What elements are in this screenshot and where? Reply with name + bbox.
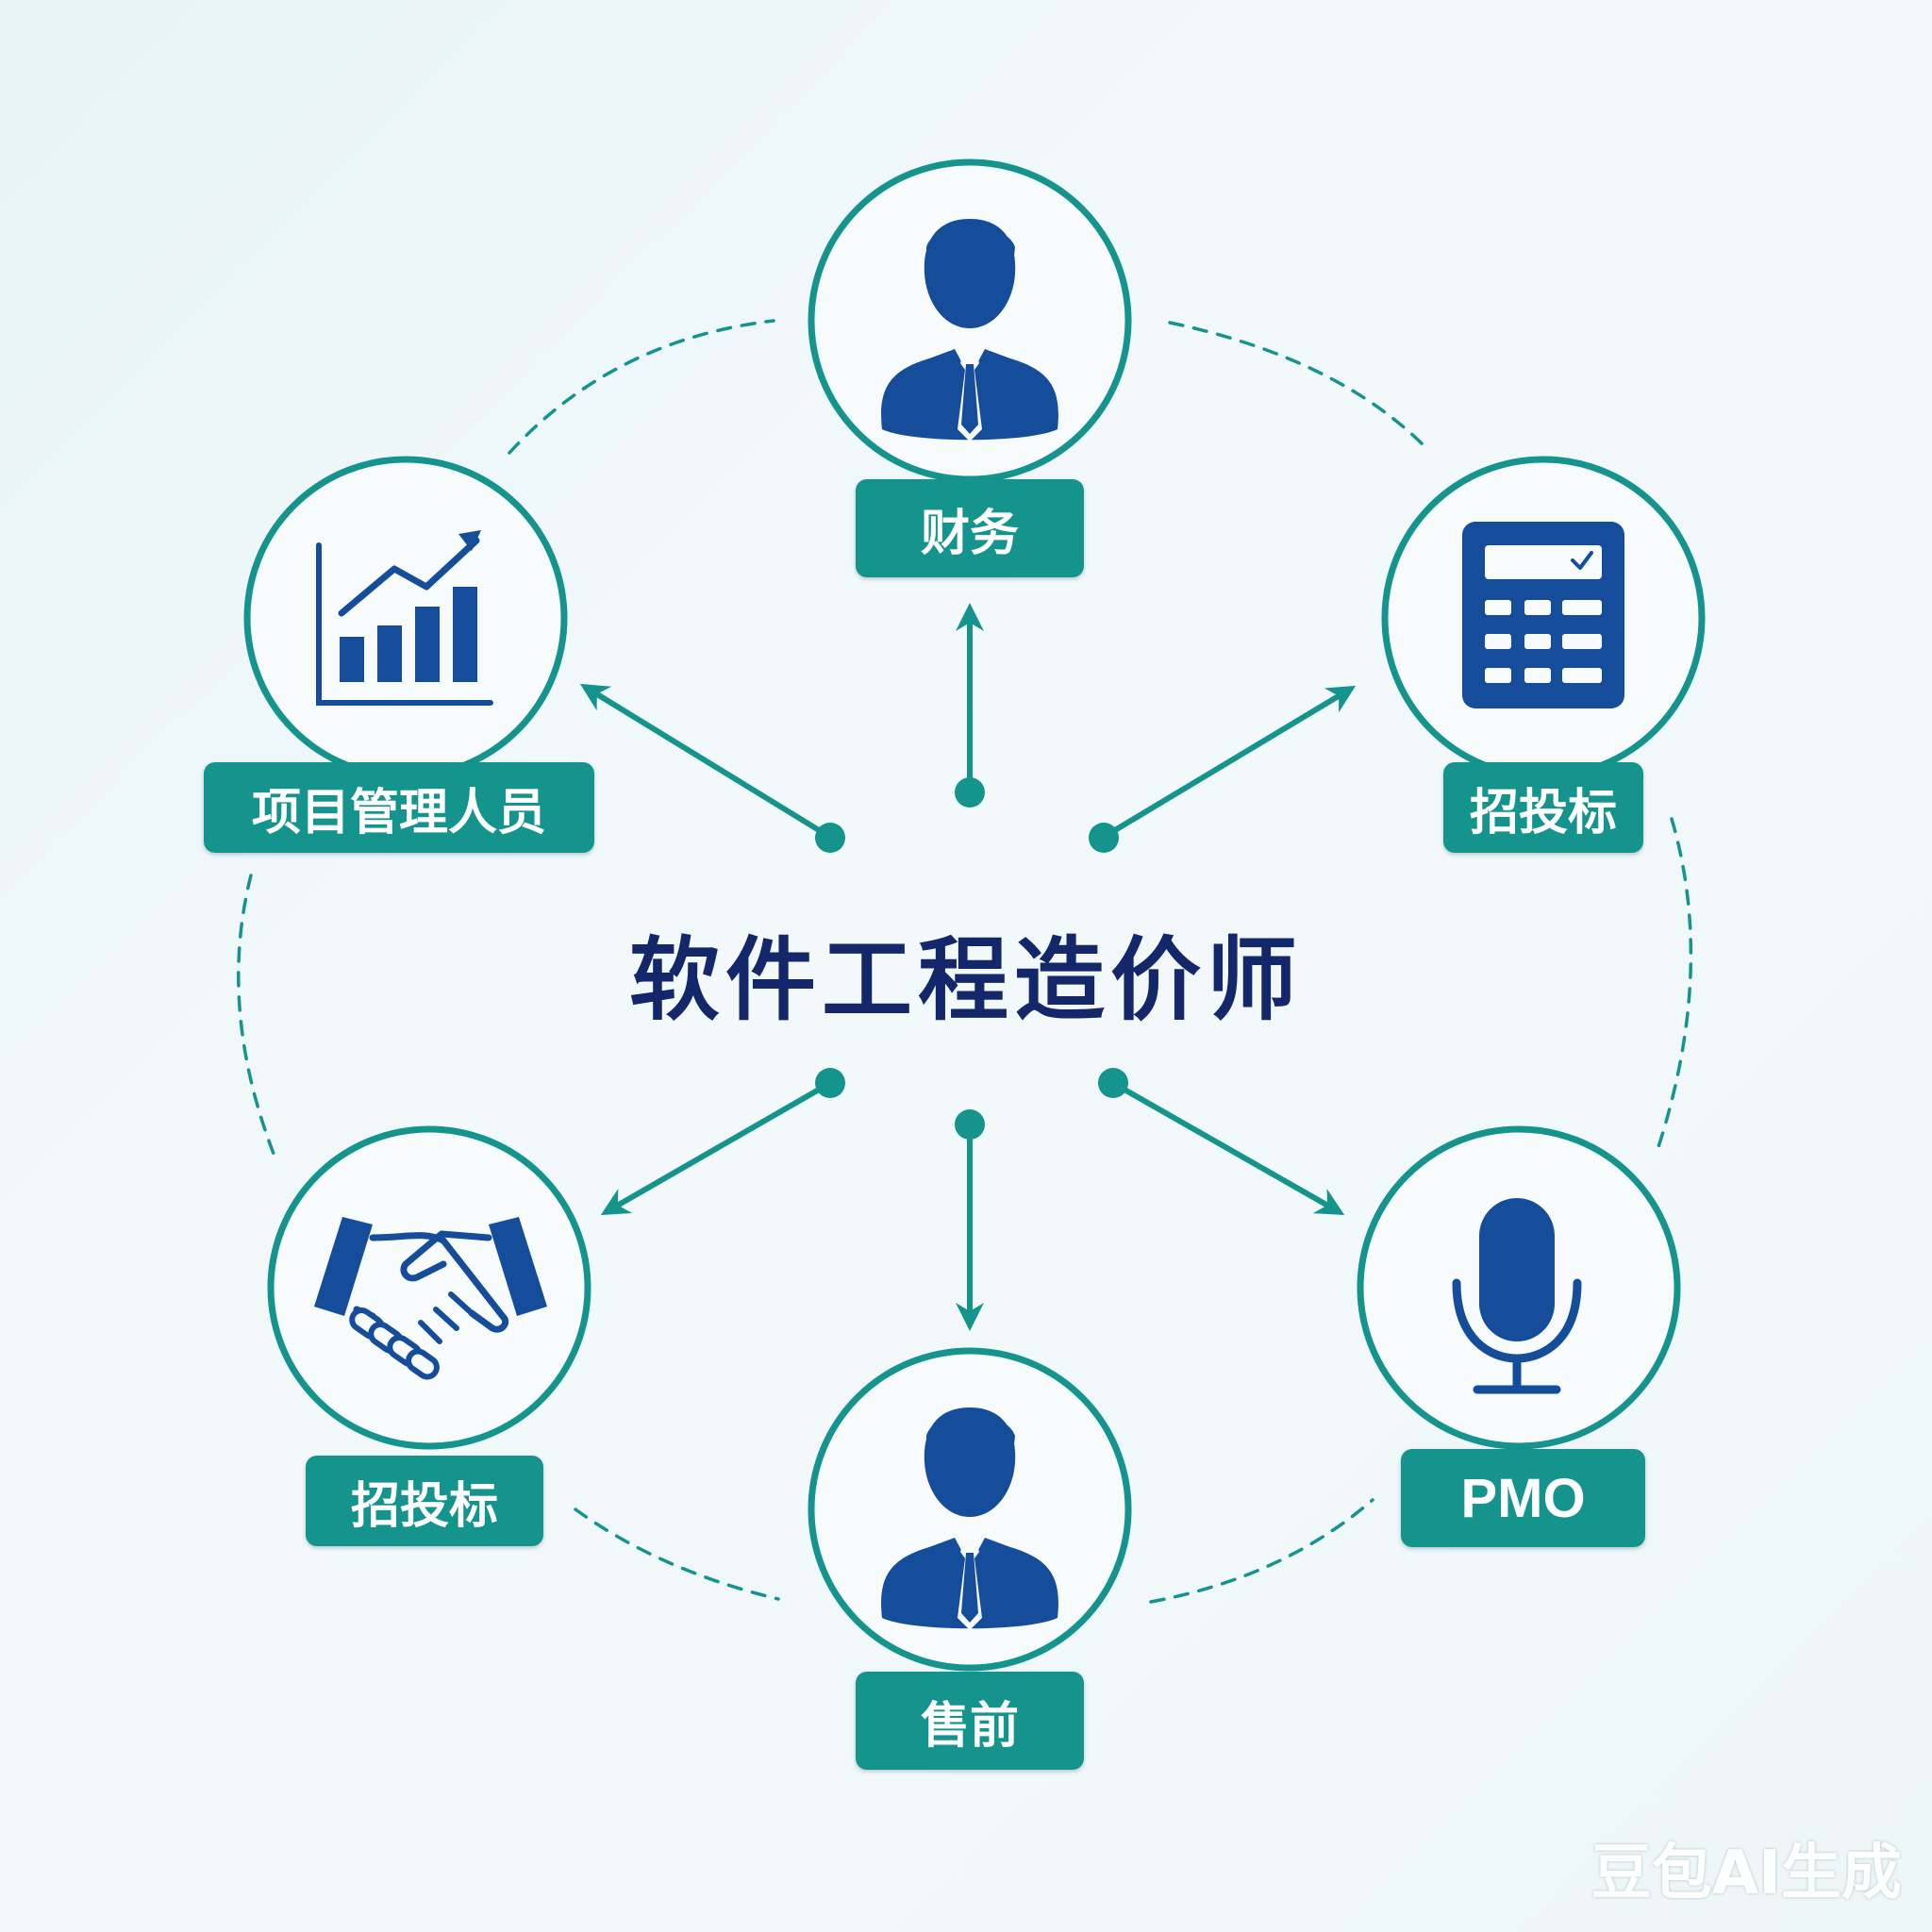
businessman-icon — [881, 1407, 1058, 1630]
connector-to-lower-left — [600, 1068, 845, 1215]
calculator-icon — [1462, 522, 1624, 708]
bar-chart-growth-icon — [316, 530, 493, 706]
dashed-arc-top-right — [1168, 321, 1431, 453]
node-label-presales: 售前 — [856, 1672, 1084, 1770]
businessman-icon — [881, 219, 1058, 441]
connectors — [579, 603, 1357, 1331]
connector-to-lower-right — [1098, 1068, 1345, 1215]
dashed-arc-right — [1654, 817, 1693, 1158]
node-label-project-manager: 项目管理人员 — [204, 762, 594, 853]
watermark-text: 豆包AI生成 — [1591, 1839, 1902, 1908]
center-title: 软件工程造价师 — [629, 926, 1303, 1033]
node-label-bidding-right: 招投标 — [1443, 762, 1643, 853]
microphone-icon — [1452, 1198, 1582, 1394]
dashed-arc-bottom-left — [574, 1507, 780, 1601]
node-label-finance: 财务 — [856, 479, 1084, 577]
handshake-icon — [314, 1217, 547, 1380]
connector-to-upper-left — [579, 683, 845, 853]
dashed-arc-bottom-right — [1149, 1498, 1374, 1604]
node-circle-lower-left — [267, 1125, 591, 1450]
connector-to-upper-right — [1089, 685, 1357, 853]
dashed-arc-top-left — [508, 319, 775, 455]
node-label-pmo: PMO — [1401, 1449, 1645, 1547]
connector-to-top — [955, 603, 985, 808]
connector-to-bottom — [955, 1109, 985, 1331]
node-circle-upper-left — [243, 456, 568, 780]
node-label-bidding-left: 招投标 — [306, 1456, 543, 1546]
dashed-arc-left — [237, 874, 277, 1160]
dashed-ring — [237, 319, 1693, 1604]
